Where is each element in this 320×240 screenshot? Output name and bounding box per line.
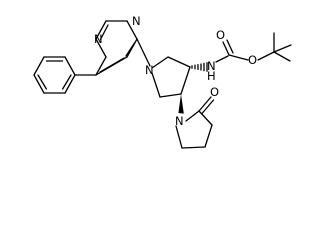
atom-o-lactam: O <box>210 85 219 99</box>
atom-o-carbonyl: O <box>216 28 225 42</box>
boc-group <box>215 32 292 63</box>
atom-n-pyrrolidine: N <box>145 63 154 77</box>
pyrimidine-ring <box>95 20 138 76</box>
phenyl-ring <box>33 56 76 94</box>
atom-h-carbamate: H <box>207 69 216 83</box>
atom-n-pyrimidine-3: N <box>94 32 103 46</box>
atom-n-carbamate: N <box>207 59 216 73</box>
lactam-ring <box>175 96 215 149</box>
atom-n-pyrimidine-1: N <box>132 14 141 28</box>
bold-wedge-bond <box>178 94 184 114</box>
atom-n-lactam: N <box>175 114 184 128</box>
pyrrolidine-ring <box>151 56 191 98</box>
bond-pyrimidine-pyrrolidine <box>136 38 151 67</box>
atom-o-ester: O <box>248 53 257 67</box>
hashed-wedge-bond <box>191 62 208 72</box>
molecule-structure: N N N N H O O N O <box>33 14 292 149</box>
